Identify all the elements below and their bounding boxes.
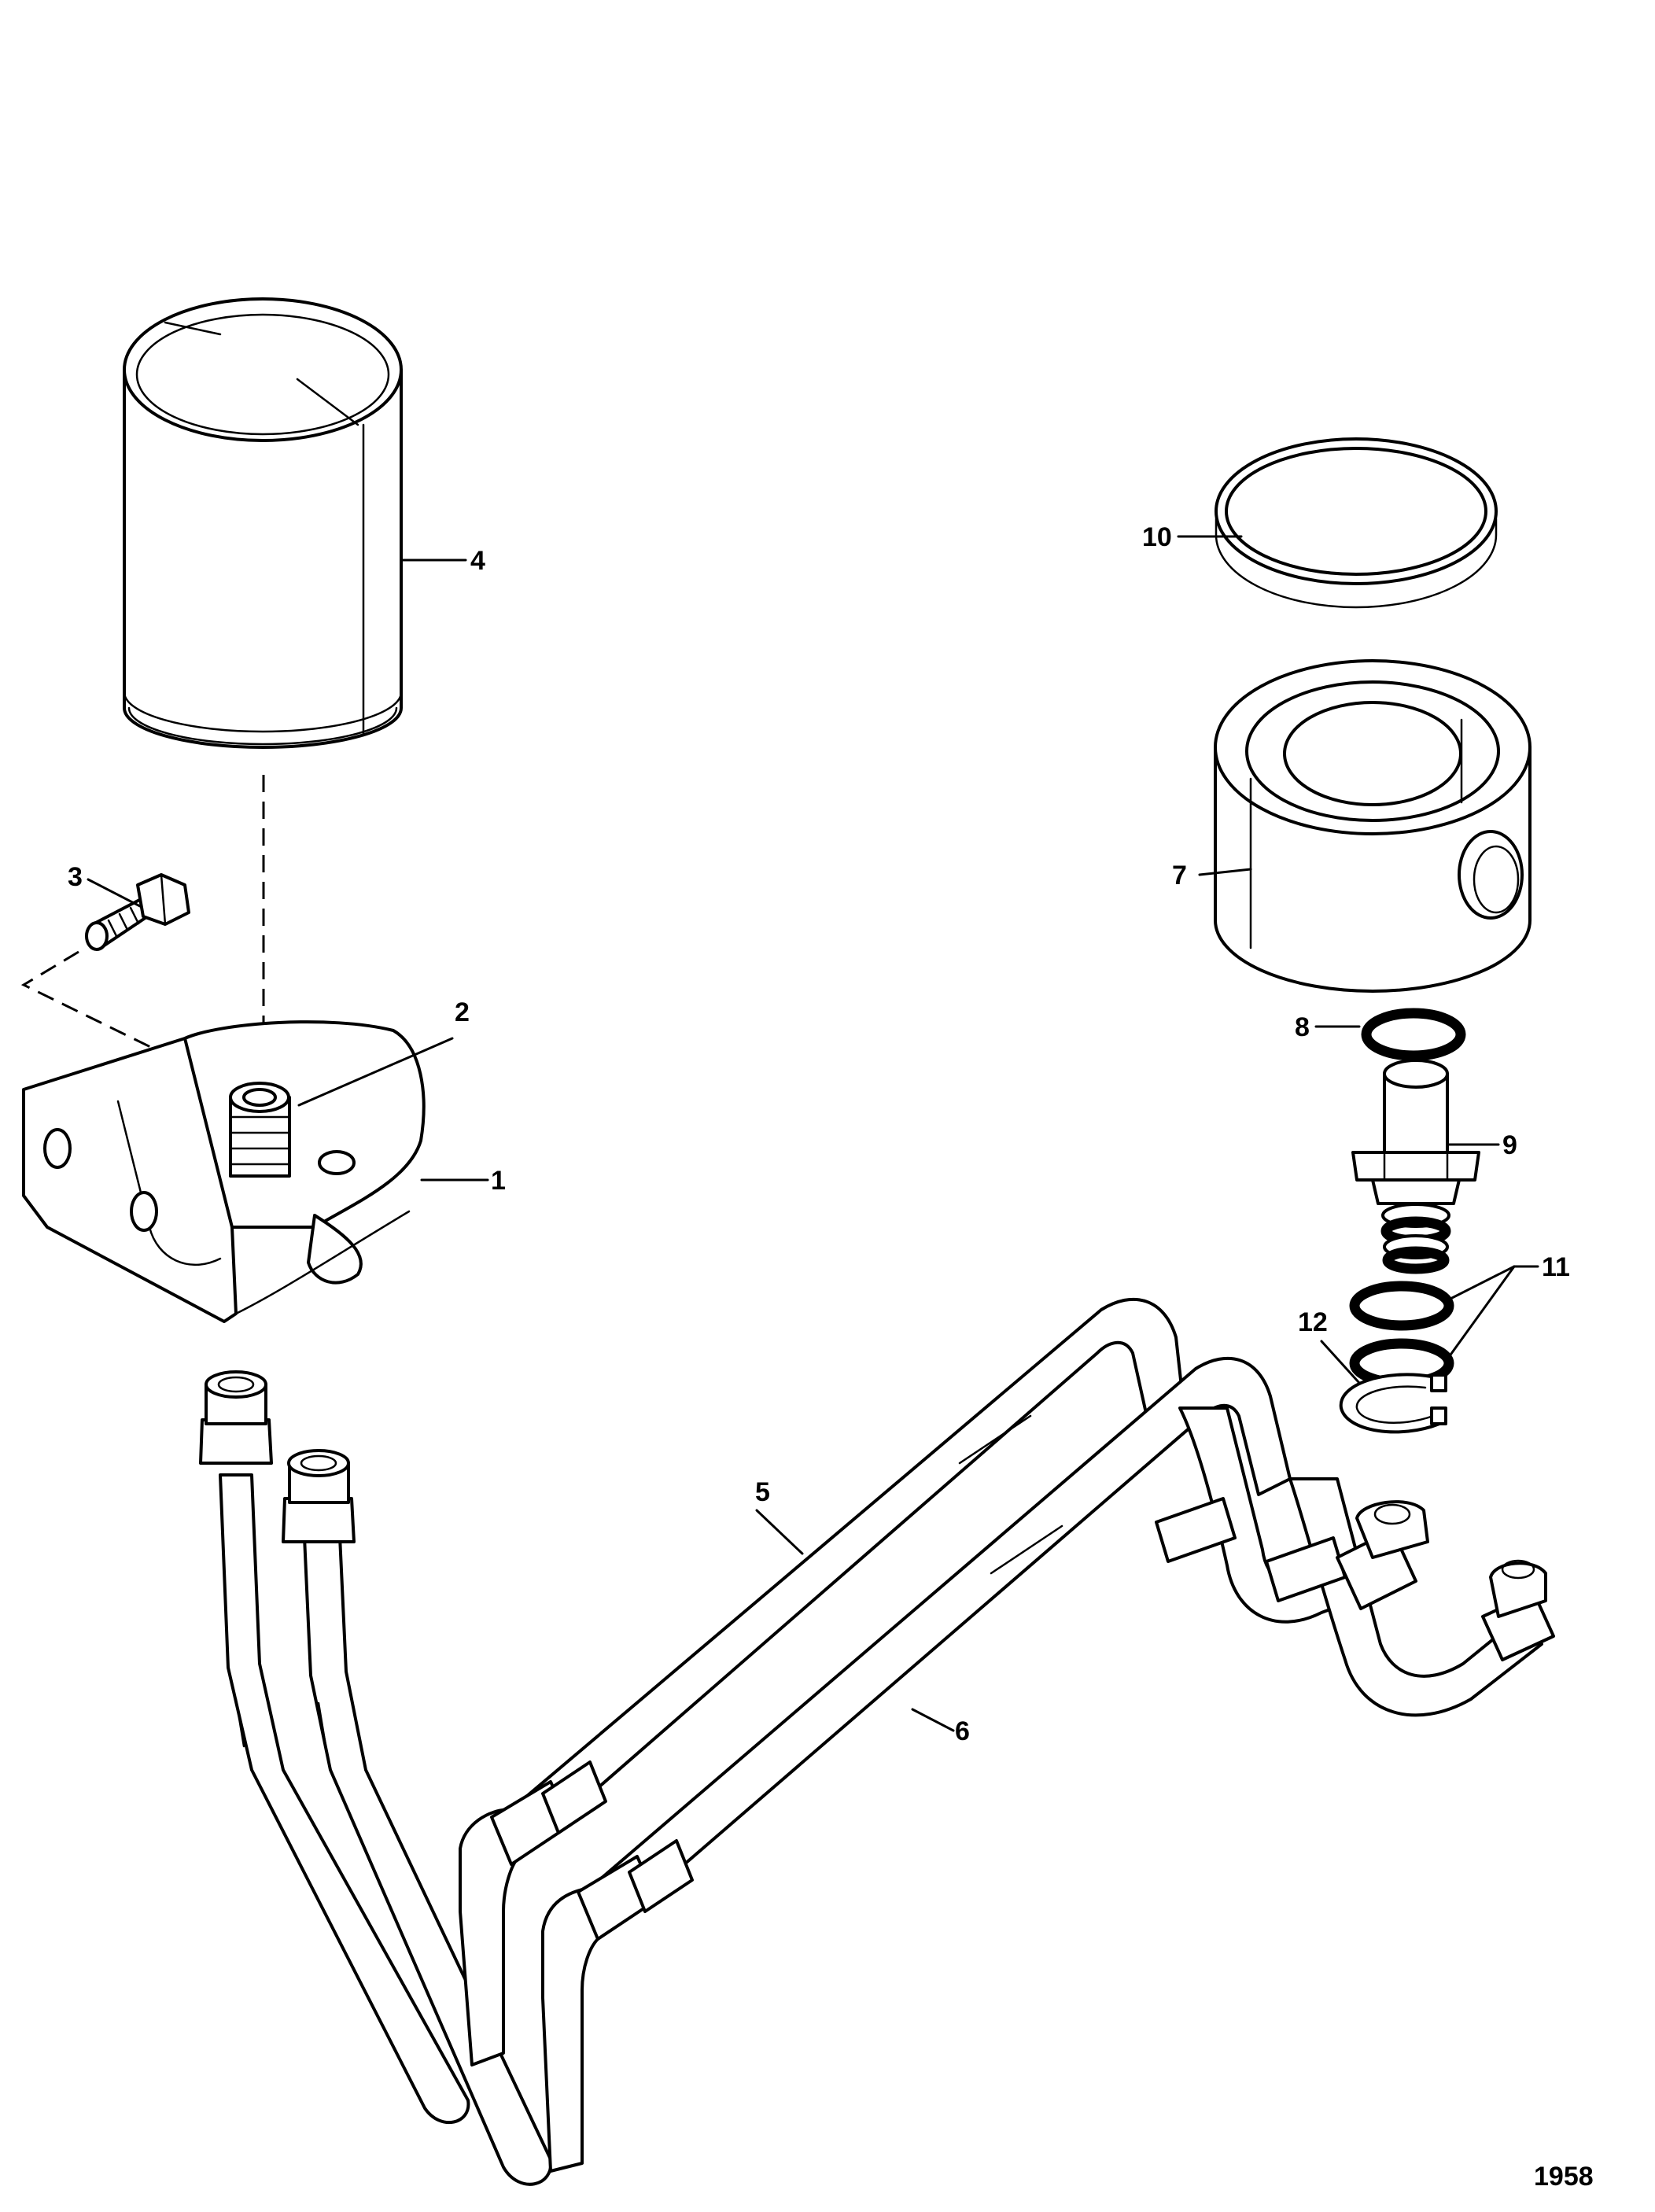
callout-2: 2 [455, 997, 470, 1027]
callout-5: 5 [755, 1477, 770, 1507]
filter-adapter-bracket [22, 1020, 426, 1323]
callout-3: 3 [68, 862, 83, 892]
o-ring-upper [1361, 1008, 1466, 1061]
valve-fitting [1351, 1059, 1480, 1274]
filter-housing-block [1214, 659, 1532, 993]
callout-4: 4 [470, 546, 485, 576]
callout-9: 9 [1502, 1130, 1517, 1160]
callout-leaders [87, 535, 1539, 1732]
callout-10: 10 [1142, 522, 1172, 552]
oil-line-right-ends [1155, 1406, 1555, 1717]
bolt-alignment-line [20, 950, 174, 1060]
oil-line-left-pair [199, 1370, 553, 2186]
callout-1: 1 [491, 1166, 506, 1196]
callout-12: 12 [1298, 1307, 1328, 1337]
retaining-clip [1339, 1373, 1447, 1434]
callout-8: 8 [1295, 1012, 1310, 1042]
callout-7: 7 [1172, 861, 1187, 890]
sealing-ring [1215, 437, 1498, 609]
figure-number: 1958 [1534, 2162, 1594, 2192]
callout-6: 6 [955, 1716, 970, 1746]
mounting-bolt [85, 873, 190, 951]
oil-filter-canister [123, 297, 403, 749]
o-ring-middle [1349, 1281, 1454, 1331]
oil-line-6 [541, 1356, 1292, 2173]
callout-11: 11 [1542, 1252, 1570, 1282]
